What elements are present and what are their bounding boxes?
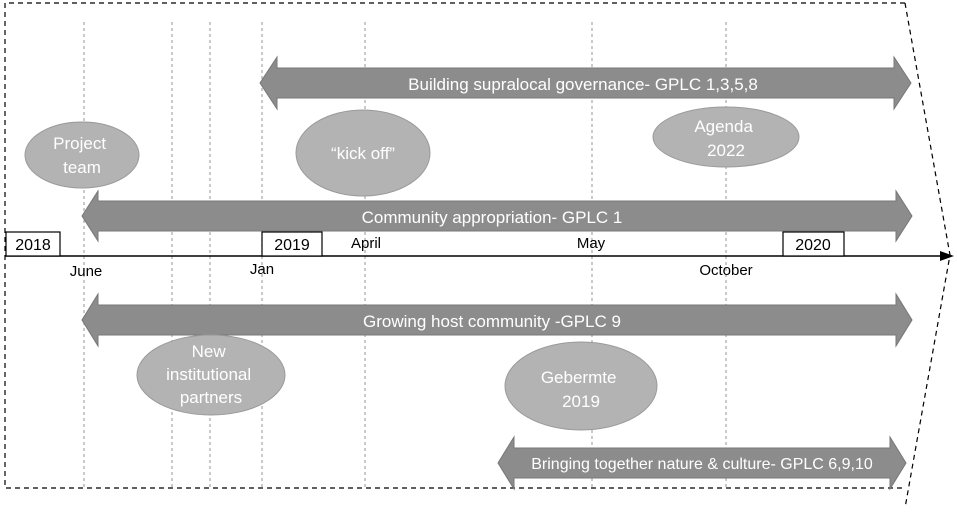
year-label-2020: 2020 [795, 237, 831, 254]
ellipse-agenda [652, 106, 800, 168]
month-label-october: October [699, 262, 752, 279]
arrow-bringing-together [497, 435, 907, 491]
institutional-line-1: New [192, 342, 227, 361]
institutional-line-3: partners [180, 388, 242, 407]
arrow-label-bringing: Bringing together nature & culture- GPLC… [531, 456, 873, 473]
project-team-line-1: Project [53, 134, 106, 153]
ellipse-kick-off [295, 109, 431, 197]
ellipse-label-project-team: Project team [53, 134, 111, 177]
year-box-2018 [5, 231, 61, 257]
year-label-2018: 2018 [15, 237, 51, 254]
month-label-jan: Jan [250, 261, 274, 278]
agenda-line-2: 2022 [707, 141, 745, 160]
month-label-june: June [70, 263, 103, 280]
time-axis-arrowhead [940, 251, 954, 261]
ellipse-gebermte [504, 341, 658, 431]
month-label-may: May [577, 235, 606, 252]
ellipse-label-gebermte: Gebermte 2019 [541, 368, 621, 411]
institutional-line-2: institutional [166, 365, 251, 384]
year-label-2019: 2019 [274, 237, 310, 254]
year-box-2019 [261, 231, 323, 257]
month-label-april: April [351, 235, 381, 252]
arrow-community-appropriation [81, 189, 913, 243]
project-team-line-2: team [63, 158, 101, 177]
ellipse-label-agenda: Agenda 2022 [694, 117, 757, 160]
gebermte-line-2: 2019 [562, 392, 600, 411]
ellipse-label-institutional: New institutional partners [166, 342, 256, 407]
arrow-growing-host [81, 292, 913, 348]
dashed-frame [4, 2, 905, 489]
gebermte-line-1: Gebermte [541, 368, 617, 387]
arrow-building-governance [259, 55, 912, 111]
ellipse-institutional-partners [136, 334, 286, 416]
arrow-label-building: Building supralocal governance- GPLC 1,3… [408, 75, 758, 94]
arrow-label-community: Community appropriation- GPLC 1 [362, 208, 623, 227]
arrow-label-growing: Growing host community -GPLC 9 [363, 312, 621, 331]
agenda-line-1: Agenda [694, 117, 753, 136]
ellipse-project-team [24, 121, 140, 189]
year-box-2020 [782, 231, 845, 257]
ellipse-label-kick-off: “kick off” [331, 144, 395, 163]
